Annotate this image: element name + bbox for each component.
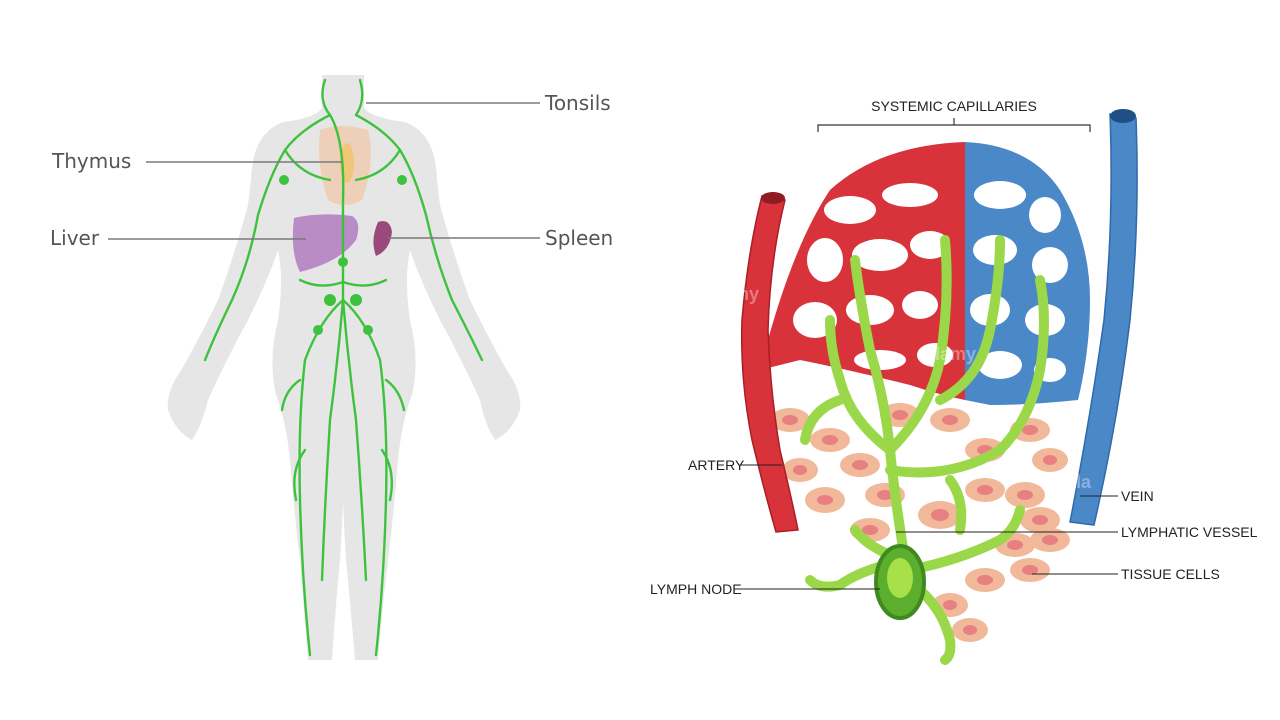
- label-systemic-capillaries: SYSTEMIC CAPILLARIES: [871, 98, 1037, 114]
- label-artery: ARTERY: [688, 457, 745, 473]
- artery-vessel[interactable]: [740, 195, 799, 533]
- heart-lungs-area: [319, 126, 371, 205]
- watermark-1: my: [733, 284, 759, 304]
- lymph-nodes: [279, 175, 407, 335]
- tissue-cells: [770, 403, 1070, 642]
- label-thymus: Thymus: [51, 149, 131, 173]
- label-spleen: Spleen: [545, 226, 613, 250]
- human-body-diagram: Tonsils Thymus Liver Spleen: [50, 75, 613, 660]
- label-lymphatic-vessel: LYMPHATIC VESSEL: [1121, 524, 1258, 540]
- watermark-2: alamy: [925, 344, 976, 364]
- right-leader-lines: [740, 464, 1118, 590]
- label-liver: Liver: [50, 226, 100, 250]
- left-leader-lines: [108, 102, 540, 240]
- lymph-node-core: [887, 558, 913, 598]
- label-vein: VEIN: [1121, 488, 1154, 504]
- artery-opening: [761, 192, 785, 204]
- vein-vessel[interactable]: [1069, 113, 1138, 526]
- lymphatic-vessel-network[interactable]: [800, 235, 1049, 665]
- label-tissue-cells: TISSUE CELLS: [1121, 566, 1220, 582]
- capillary-bed-diagram: my alamy ala SYSTEMIC CAPILLARIES ARTERY…: [650, 98, 1258, 665]
- label-lymph-node: LYMPH NODE: [650, 581, 742, 597]
- label-tonsils: Tonsils: [544, 91, 611, 115]
- watermark-3: ala: [1066, 472, 1092, 492]
- spleen-organ: [373, 221, 392, 256]
- vein-opening: [1110, 109, 1136, 123]
- capillaries-bracket: [817, 118, 1091, 132]
